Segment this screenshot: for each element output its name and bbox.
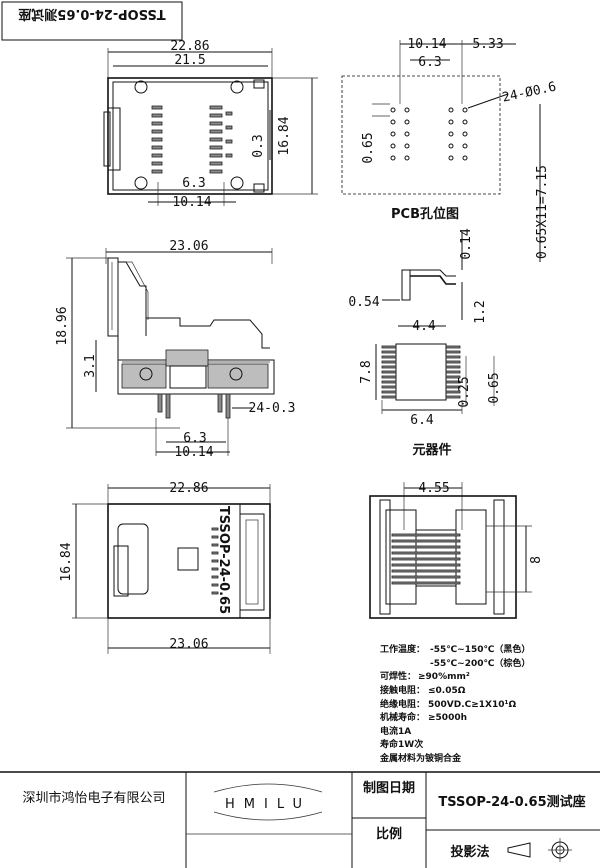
spec-6-label: 电流1A: [380, 725, 411, 737]
top-width-inner: 21.5: [174, 53, 205, 68]
pcb-holes: [390, 107, 468, 161]
spec-7-label: 寿命1W次: [380, 738, 423, 750]
rb-contacts: [391, 533, 461, 585]
pcb-span-edge: 5.33: [472, 37, 503, 52]
spec-5-value: ≥5000h: [428, 713, 467, 723]
component-view: 0.14 0.54 1.2 4.4: [348, 228, 502, 458]
spec-0-label: 工作温度：: [380, 643, 425, 655]
right-bottom-view: 4.55 8: [369, 481, 544, 619]
side-width: 23.06: [169, 239, 208, 254]
header-label-box: TSSOP-24-0.65测试座: [1, 1, 183, 41]
top-row-spacing-b: 10.14: [172, 195, 211, 210]
side-base-height: 3.1: [83, 354, 98, 377]
rb-height: 8: [529, 556, 544, 564]
spec-list: 工作温度： -55℃~150℃（黑色） -55℃~200℃（棕色） 可焊性： ≥…: [379, 643, 530, 764]
comp-body-width: 4.4: [412, 319, 436, 334]
rb-width: 4.55: [418, 481, 449, 496]
projection-symbol-icon: [507, 838, 572, 862]
comp-lead-thickness: 0.14: [459, 228, 474, 259]
pcb-caption: PCB孔位图: [391, 206, 459, 222]
top-pitch-offset: 0.3: [251, 134, 266, 157]
bottom-width-top: 22.86: [169, 481, 208, 496]
comp-lead-width: 0.25: [457, 376, 472, 407]
comp-caption: 元器件: [412, 442, 451, 458]
top-pin-slots-right: [209, 105, 233, 174]
side-row-spacing-a: 6.3: [183, 431, 206, 446]
pcb-span-inner: 6.3: [418, 55, 441, 70]
spec-4-value: 500VD.C≥1X10¹Ω: [428, 700, 516, 710]
company-name: 深圳市鸿怡电子有限公司: [22, 790, 165, 806]
date-label: 制图日期: [363, 780, 415, 796]
pcb-hole-spec: 24-Ø0.6: [501, 80, 558, 106]
spec-8-label: 金属材料为铍铜合金: [379, 752, 462, 764]
side-row-spacing-b: 10.14: [174, 445, 213, 460]
bottom-view-pads: [211, 527, 219, 595]
spec-3-value: ≤0.05Ω: [428, 686, 466, 696]
bottom-view: 22.86 TSSOP-24-0.65 16.84 23.06: [59, 481, 271, 654]
bottom-label: TSSOP-24-0.65: [216, 506, 231, 614]
top-view: 22.86 21.5: [103, 39, 318, 210]
comp-leads-left: [381, 345, 397, 399]
pcb-layout-view: 10.14 5.33 6.3 24-Ø0.6 0.65 0.65X11=7.15…: [341, 37, 558, 262]
top-row-spacing-a: 6.3: [182, 176, 205, 191]
title-block: 深圳市鸿怡电子有限公司 HMILU 制图日期 TSSOP-24-0.65测试座 …: [0, 771, 600, 868]
comp-lead-foot: 0.54: [348, 295, 379, 310]
top-pin-slots-left: [151, 105, 163, 174]
comp-leads-right: [445, 345, 461, 399]
pcb-span-outer: 10.14: [407, 37, 446, 52]
comp-pitch: 0.65: [487, 372, 502, 403]
comp-span: 6.4: [410, 413, 434, 428]
projection-label: 投影法: [450, 844, 489, 860]
top-width-outer: 22.86: [170, 39, 209, 54]
bottom-width-bottom: 23.06: [169, 637, 208, 652]
side-pin-spec: 24-0.3: [249, 401, 296, 416]
part-title: TSSOP-24-0.65测试座: [438, 794, 585, 810]
pcb-pitch: 0.65: [361, 132, 376, 163]
spec-5-label: 机械寿命：: [380, 711, 425, 723]
bottom-height: 16.84: [59, 542, 74, 581]
logo-text: HMILU: [225, 797, 311, 812]
spec-2-label: 可焊性：: [380, 670, 416, 682]
side-view: 23.06 18.96 3.1 24-0.3 6.3 1: [55, 239, 295, 460]
company-logo: HMILU: [213, 783, 323, 821]
comp-standoff: 1.2: [473, 300, 488, 323]
spec-4-label: 绝缘电阻：: [380, 698, 425, 710]
side-height: 18.96: [55, 306, 70, 345]
spec-0-value: -55℃~150℃（黑色）: [430, 643, 530, 655]
scale-label: 比例: [376, 826, 402, 842]
header-label: TSSOP-24-0.65测试座: [18, 6, 165, 22]
pcb-pitch-total: 0.65X11=7.15: [535, 165, 550, 259]
comp-body-length: 7.8: [359, 360, 374, 383]
spec-3-label: 接触电阻：: [380, 684, 425, 696]
top-height: 16.84: [277, 116, 292, 155]
spec-2-value: ≥90%mm²: [418, 672, 470, 682]
spec-1-value: -55℃~200℃（棕色）: [430, 657, 530, 669]
